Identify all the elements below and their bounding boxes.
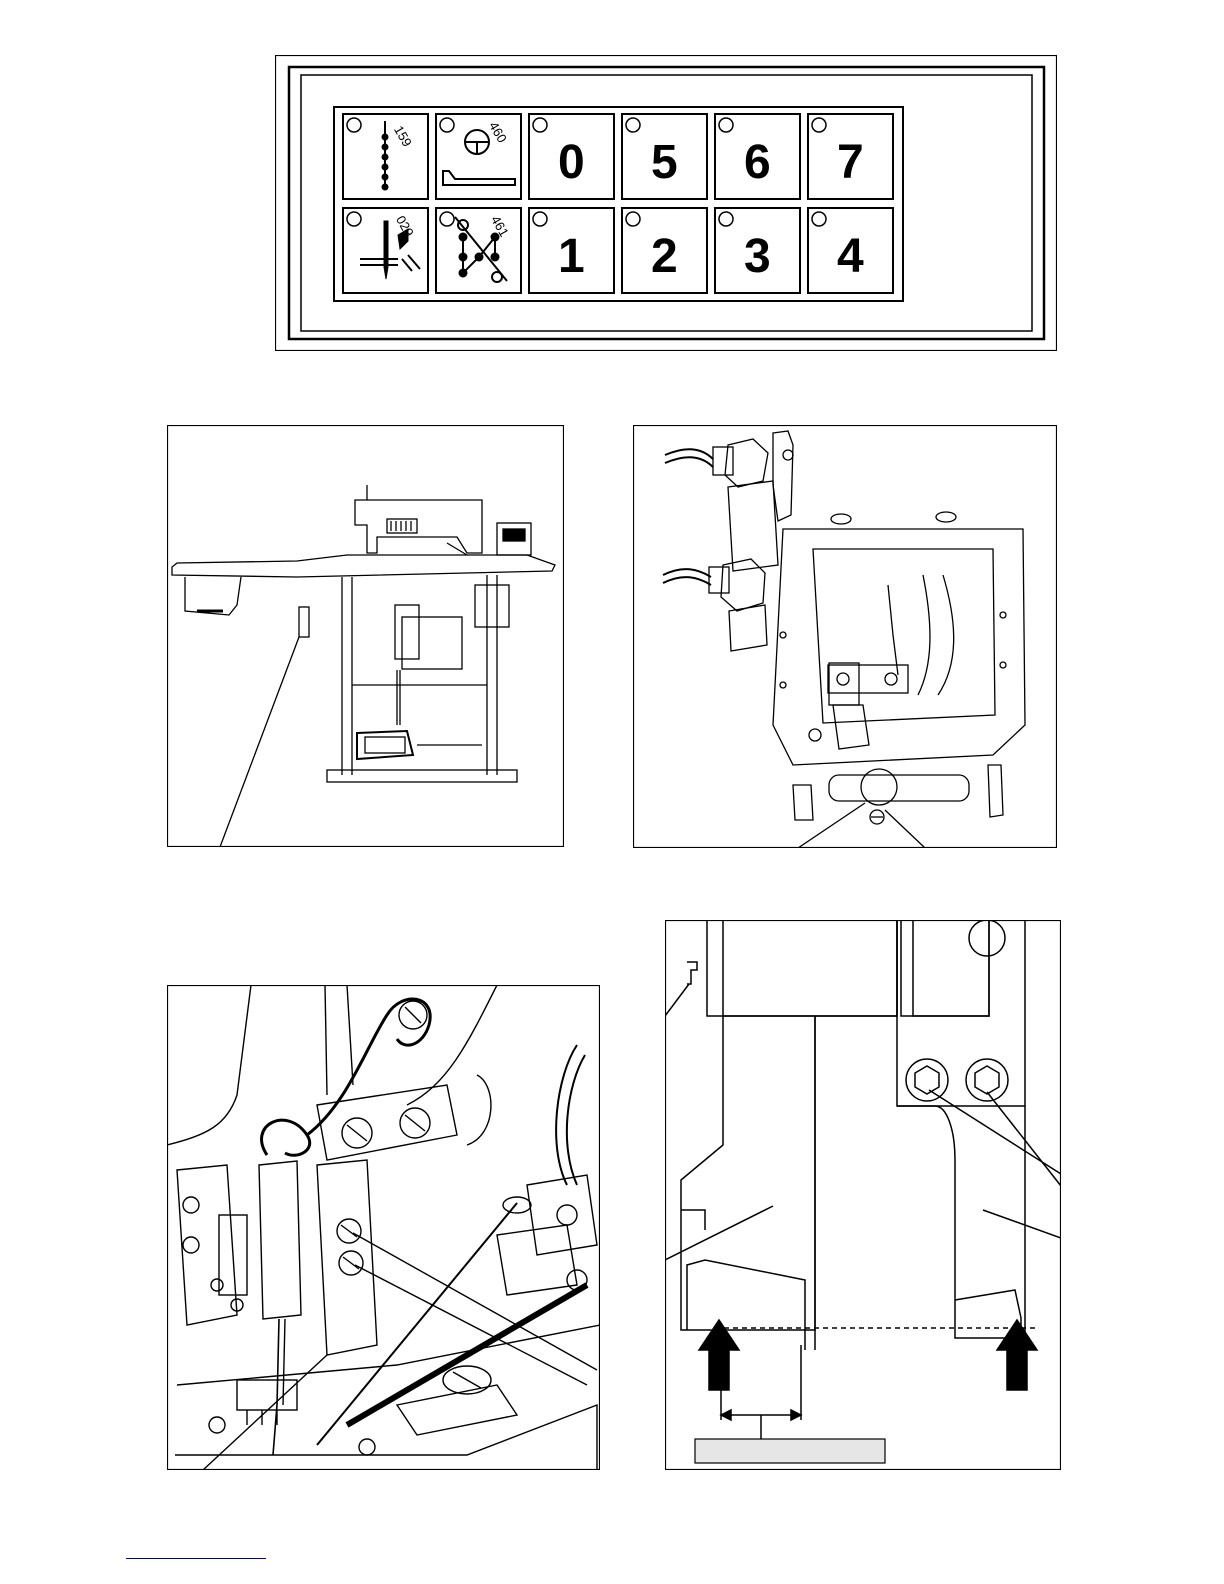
footer-rule	[126, 1558, 266, 1559]
key-digit-label: 3	[744, 229, 771, 284]
key-digit-label: 2	[651, 229, 678, 284]
key-foot-lift[interactable]: 460	[435, 113, 522, 200]
pneumatic-cylinder-assembly-illustration	[633, 425, 1057, 848]
key-digit-label: 5	[651, 135, 678, 190]
key-stitch-pattern[interactable]: 461	[435, 207, 522, 294]
figure-cylinder-assembly	[633, 425, 1057, 848]
key-digit-1[interactable]: 1	[528, 207, 615, 294]
key-digit-5[interactable]: 5	[621, 113, 708, 200]
key-thread-cutter[interactable]: 029	[342, 207, 429, 294]
key-digit-6[interactable]: 6	[714, 113, 801, 200]
key-digit-2[interactable]: 2	[621, 207, 708, 294]
key-digit-label: 7	[837, 135, 864, 190]
sewing-machine-table-illustration	[167, 425, 564, 847]
key-digit-label: 1	[558, 229, 585, 284]
keypad-panel	[275, 55, 1057, 351]
needle-presser-closeup-illustration	[167, 985, 600, 1470]
key-digit-3[interactable]: 3	[714, 207, 801, 294]
figure-guide-diagram	[665, 920, 1061, 1470]
key-digit-7[interactable]: 7	[807, 113, 894, 200]
keypad-panel-frame	[275, 55, 1057, 351]
cutter-guide-offset-diagram	[665, 920, 1061, 1470]
key-digit-0[interactable]: 0	[528, 113, 615, 200]
key-stitch-count[interactable]: 159	[342, 113, 429, 200]
figure-machine-overview	[167, 425, 564, 847]
key-digit-4[interactable]: 4	[807, 207, 894, 294]
figure-presser-closeup	[167, 985, 600, 1470]
key-digit-label: 6	[744, 135, 771, 190]
key-digit-label: 0	[558, 135, 585, 190]
hex-bolt-icon	[906, 1059, 1008, 1101]
key-digit-label: 4	[837, 229, 864, 284]
